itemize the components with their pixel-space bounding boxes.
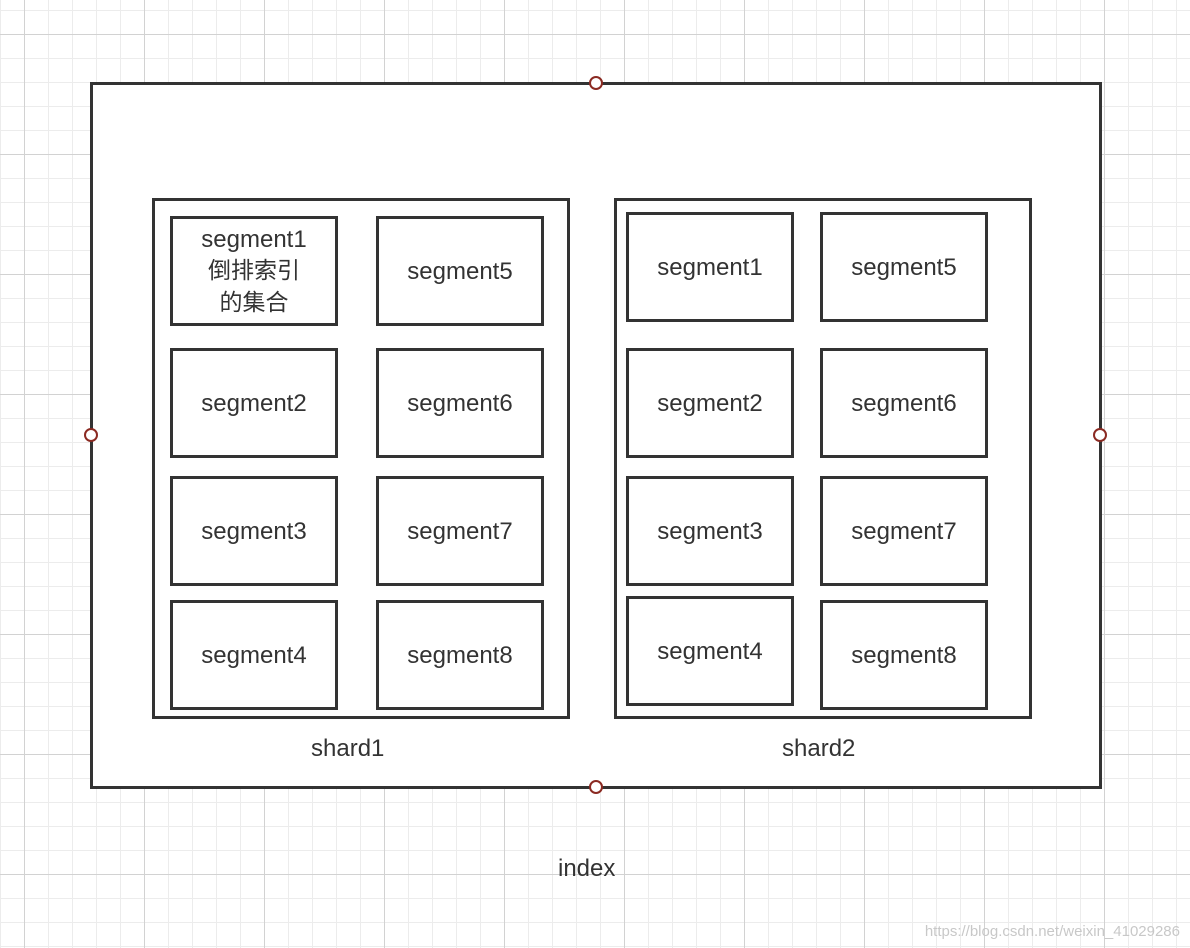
shard2-segment3[interactable]: segment3	[626, 476, 794, 586]
segment-label: segment8	[407, 641, 513, 669]
resize-handle-bottom[interactable]	[589, 780, 603, 794]
shard2-segment6[interactable]: segment6	[820, 348, 988, 458]
shard1-segment5[interactable]: segment5	[376, 216, 544, 326]
shard1-segment7[interactable]: segment7	[376, 476, 544, 586]
segment-label: segment7	[851, 517, 957, 545]
shard2-segment8[interactable]: segment8	[820, 600, 988, 710]
segment-label: segment5	[851, 253, 957, 281]
segment-label: segment4	[657, 637, 763, 665]
segment-label: segment6	[407, 389, 513, 417]
resize-handle-left[interactable]	[84, 428, 98, 442]
shard1-label: shard1	[311, 735, 385, 762]
segment-label: segment2	[657, 389, 763, 417]
segment-label: segment3	[201, 517, 307, 545]
shard1-container[interactable]	[152, 198, 570, 719]
segment-note-line1: 倒排索引	[208, 257, 300, 284]
resize-handle-top[interactable]	[589, 76, 603, 90]
shard1-segment2[interactable]: segment2	[170, 348, 338, 458]
shard1-segment8[interactable]: segment8	[376, 600, 544, 710]
shard1-segment4[interactable]: segment4	[170, 600, 338, 710]
segment-label: segment1	[657, 253, 763, 281]
segment-label: segment4	[201, 641, 307, 669]
shard2-segment4[interactable]: segment4	[626, 596, 794, 706]
segment-label: segment1	[201, 225, 307, 253]
segment-label: segment3	[657, 517, 763, 545]
shard2-segment1[interactable]: segment1	[626, 212, 794, 322]
segment-label: segment2	[201, 389, 307, 417]
segment-label: segment5	[407, 257, 513, 285]
index-label: index	[558, 855, 616, 882]
shard2-segment2[interactable]: segment2	[626, 348, 794, 458]
shard2-segment5[interactable]: segment5	[820, 212, 988, 322]
watermark-text: https://blog.csdn.net/weixin_41029286	[924, 923, 1180, 940]
shard2-label: shard2	[782, 735, 856, 762]
shard1-segment3[interactable]: segment3	[170, 476, 338, 586]
shard1-segment6[interactable]: segment6	[376, 348, 544, 458]
segment-note-line2: 的集合	[219, 289, 289, 316]
shard2-segment7[interactable]: segment7	[820, 476, 988, 586]
segment-label: segment7	[407, 517, 513, 545]
shard1-segment1[interactable]: segment1 倒排索引 的集合	[170, 216, 338, 326]
segment-label: segment8	[851, 641, 957, 669]
shard2-container[interactable]	[614, 198, 1032, 719]
segment-label: segment6	[851, 389, 957, 417]
resize-handle-right[interactable]	[1093, 428, 1107, 442]
